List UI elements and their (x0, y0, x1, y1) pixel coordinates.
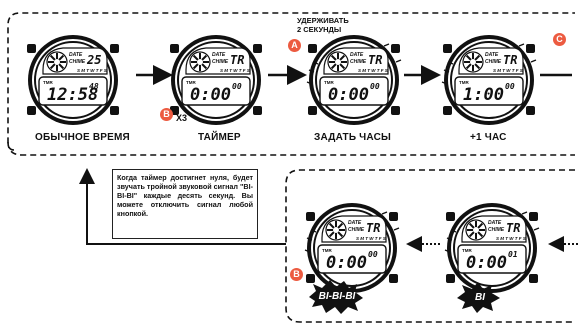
mode-label: TMR (43, 80, 53, 85)
flash-ray (526, 49, 533, 53)
date-label: DATE (350, 52, 364, 58)
week-days: S M T W T F S (356, 236, 386, 241)
time-digits: 0:00 (466, 253, 507, 273)
week-days: S M T W T F S (220, 68, 250, 73)
alarm-note: Когда таймер достигнет нуля, будет звуча… (112, 169, 258, 239)
chime-label: CHIME (212, 59, 229, 65)
press-count: X3 (176, 113, 188, 123)
burst-bibibi-shape (309, 280, 363, 314)
button-badge-b: B (160, 108, 173, 121)
time-digits: 0:00 (190, 85, 231, 105)
flash-ray (389, 217, 396, 221)
hold-instruction: УДЕРЖИВАТЬ 2 СЕКУНДЫ (297, 16, 349, 34)
time-digits: 1:00 (463, 85, 504, 105)
mode-label: TMR (462, 248, 472, 253)
date-label: DATE (488, 220, 502, 226)
flash-ray (304, 249, 311, 253)
flash-ray (310, 229, 317, 233)
week-days: S M T W T F S (77, 68, 107, 73)
date-label: DATE (348, 220, 362, 226)
label-normal-time: ОБЫЧНОЕ ВРЕМЯ (35, 132, 130, 143)
flash-ray (306, 81, 313, 85)
flash-ray (530, 59, 537, 63)
bottom-dashed-frame (285, 169, 575, 323)
button-badge-a: A (288, 39, 301, 52)
date-value: TR (503, 53, 517, 67)
date-value: TR (366, 221, 380, 235)
flash-ray (308, 69, 315, 73)
mode-label: TMR (186, 80, 196, 85)
date-value: TR (230, 53, 244, 67)
mode-label: TMR (459, 80, 469, 85)
flash-ray (312, 61, 319, 65)
label-timer: ТАЙМЕР (198, 132, 241, 143)
flash-ray (381, 211, 388, 215)
time-digits: 0:00 (328, 85, 369, 105)
flash-ray (533, 227, 540, 231)
flash-ray (306, 237, 313, 241)
flash-ray (441, 81, 448, 85)
date-label: DATE (212, 52, 226, 58)
burst-bibibi-label: BI-BI-BI (318, 291, 356, 302)
week-days: S M T W T F S (358, 68, 388, 73)
label-plus-hour: +1 ЧАС (470, 132, 507, 143)
mode-label: TMR (322, 248, 332, 253)
chime-label: CHIME (488, 227, 505, 233)
time-digits: 0:00 (326, 253, 367, 273)
date-label: DATE (485, 52, 499, 58)
date-label: DATE (69, 52, 83, 58)
burst-bi-label: BI (475, 292, 485, 303)
date-value: TR (368, 53, 382, 67)
button-badge-b-bottom: B (290, 268, 303, 281)
seconds-digits: 00 (370, 82, 380, 91)
flash-ray (391, 49, 398, 53)
date-value: 25 (86, 53, 101, 67)
chime-label: CHIME (350, 59, 367, 65)
time-digits: 12:58 (47, 85, 98, 105)
flash-ray (447, 61, 454, 65)
seconds-digits: 48 (89, 82, 99, 91)
burst-bi-shape (457, 282, 500, 313)
week-days: S M T W T F S (496, 236, 526, 241)
flash-ray (446, 237, 453, 241)
seconds-digits: 00 (368, 250, 378, 259)
flash-ray (450, 229, 457, 233)
seconds-digits: 00 (232, 82, 242, 91)
flash-ray (529, 217, 536, 221)
chime-label: CHIME (348, 227, 365, 233)
mode-label: TMR (324, 80, 334, 85)
return-arrow (79, 168, 286, 245)
top-dashed-frame-bottom (7, 141, 575, 156)
flash-ray (383, 43, 390, 47)
top-dashed-frame (7, 12, 575, 151)
week-days: S M T W T F S (493, 68, 523, 73)
flash-ray (395, 59, 402, 63)
seconds-digits: 00 (505, 82, 515, 91)
flash-ray (393, 227, 400, 231)
button-badge-c: C (553, 33, 566, 46)
chime-label: CHIME (69, 59, 86, 65)
date-value: TR (506, 221, 520, 235)
chime-label: CHIME (485, 59, 502, 65)
label-set-hours: ЗАДАТЬ ЧАСЫ (314, 132, 391, 143)
flash-ray (444, 249, 451, 253)
flash-ray (518, 43, 525, 47)
seconds-digits: 01 (508, 250, 518, 259)
flash-ray (443, 69, 450, 73)
flash-ray (521, 211, 528, 215)
